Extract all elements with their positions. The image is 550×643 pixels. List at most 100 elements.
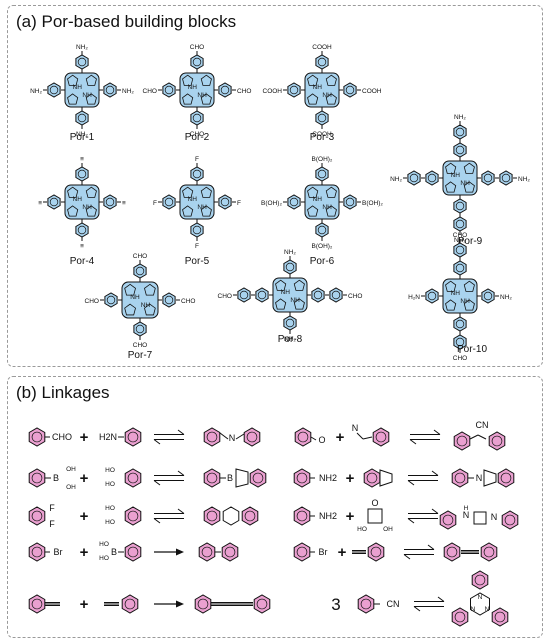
phenyl-ring — [315, 54, 329, 70]
n-label: N — [478, 594, 483, 601]
substituent-label: ≡ — [38, 200, 42, 207]
nh-label: NH — [281, 289, 291, 296]
plus-sign: + — [346, 470, 355, 487]
phenyl-ring — [315, 222, 329, 238]
substituent-label: CHO — [143, 88, 157, 95]
nh-label: NH — [460, 298, 470, 305]
benzene-ring — [253, 594, 271, 614]
benzene-ring — [451, 607, 469, 627]
plus-sign: + — [338, 544, 347, 561]
phenyl-ring — [47, 194, 61, 210]
o-label: O — [371, 498, 378, 508]
equilibrium-arrow — [407, 508, 439, 524]
benzene-ring — [221, 542, 239, 562]
phenyl-ring — [133, 321, 147, 337]
imide-ring — [483, 469, 497, 487]
bond — [356, 432, 364, 440]
benzene-ring — [293, 468, 311, 488]
phenyl-ring — [162, 292, 176, 308]
nh-label: NH — [322, 92, 332, 99]
f-label: F — [49, 503, 55, 513]
cn-label: CN — [387, 599, 400, 609]
substituent-label: COOH — [312, 131, 332, 138]
substituent-label: CHO — [85, 298, 99, 305]
b-label: B — [227, 473, 233, 483]
phenyl-ring — [453, 198, 467, 214]
equilibrium-arrow — [407, 470, 439, 486]
benzene-ring — [124, 542, 142, 562]
ho-label: HO — [99, 555, 109, 562]
substituent-label: CHO — [181, 298, 195, 305]
benzene-ring — [293, 506, 311, 526]
phenyl-ring — [283, 315, 297, 331]
benzene-ring — [203, 427, 221, 447]
benzene-ring — [121, 594, 139, 614]
benzene-ring — [488, 431, 506, 451]
plus-sign: + — [80, 544, 89, 561]
plus-sign: + — [346, 508, 355, 525]
benzene-ring — [497, 468, 515, 488]
oh-label: OH — [66, 484, 76, 491]
substituent-label: CHO — [133, 253, 147, 260]
nh-label: NH — [460, 180, 470, 187]
benzene-ring — [203, 506, 221, 526]
substituent-label: CHO — [218, 293, 232, 300]
substituent-label: NH₂ — [76, 131, 88, 138]
benzene-ring — [28, 594, 46, 614]
benzene-ring — [501, 510, 519, 530]
reaction-arrow — [154, 600, 184, 608]
plus-sign: + — [336, 429, 345, 446]
substituent-label: CHO — [453, 232, 467, 239]
molecule-label-por-10: Por-10 — [457, 344, 487, 355]
phenyl-ring — [104, 292, 118, 308]
phenyl-ring — [453, 142, 467, 158]
phenyl-ring — [453, 216, 467, 232]
n-label: N — [476, 473, 483, 483]
n-label: N — [352, 423, 359, 433]
substituent-label: NH₂ — [518, 176, 530, 183]
substituent-label: COOH — [312, 44, 332, 51]
bond — [310, 436, 317, 441]
nh-label: NH — [197, 92, 207, 99]
substituent-label: NH₂ — [390, 176, 402, 183]
molecule-label-por-6: Por-6 — [310, 256, 335, 267]
nh-label: NH — [188, 84, 198, 91]
nh-label: NH — [130, 294, 140, 301]
phenyl-ring — [190, 54, 204, 70]
triazine-ring — [470, 592, 490, 616]
nh-label: NH — [82, 204, 92, 211]
b-label: B — [111, 547, 117, 557]
substituent-label: CHO — [348, 293, 362, 300]
oh-label: OH — [66, 466, 76, 473]
substituent-label: F — [153, 200, 157, 207]
benzene-ring — [124, 506, 142, 526]
equilibrium-arrow — [153, 429, 185, 445]
benzene-ring — [124, 468, 142, 488]
substituent-label: CHO — [133, 342, 147, 349]
oh-label: OH — [383, 526, 393, 533]
phenyl-ring — [453, 316, 467, 332]
substituent-label: B(OH)₂ — [362, 200, 383, 207]
benzene-ring — [28, 506, 46, 526]
plus-sign: + — [80, 596, 89, 613]
trimer-count: 3 — [331, 595, 340, 614]
benzene-ring — [241, 506, 259, 526]
ho-label: HO — [357, 526, 367, 533]
phenyl-ring — [287, 82, 301, 98]
phenyl-ring — [343, 82, 357, 98]
benzene-ring — [294, 427, 312, 447]
molecule-label-por-1: Por-1 — [70, 132, 95, 143]
ho-label: HO — [105, 519, 115, 526]
molecule-label-por-3: Por-3 — [310, 132, 335, 143]
substituent-label: ≡ — [80, 156, 84, 163]
molecule-label-por-5: Por-5 — [185, 256, 210, 267]
phenyl-ring — [103, 82, 117, 98]
nh-label: NH — [451, 290, 461, 297]
substituent-label: H₂N — [408, 294, 420, 301]
bond — [477, 434, 487, 440]
nh2-label: NH2 — [319, 511, 337, 521]
